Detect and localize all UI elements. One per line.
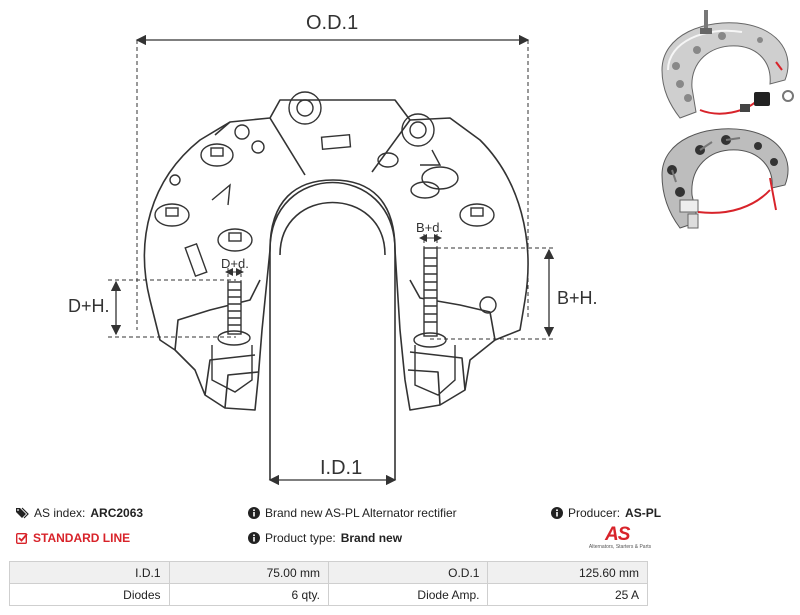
id-label: I.D.1 xyxy=(320,457,363,479)
info-icon xyxy=(248,507,260,519)
specs-table: I.D.1 75.00 mm O.D.1 125.60 mm Diodes 6 … xyxy=(9,561,648,606)
logo-mark: AS xyxy=(605,524,630,545)
producer-value: AS-PL xyxy=(625,506,662,520)
diode-details xyxy=(154,91,497,396)
spec-value: 6 qty. xyxy=(168,583,329,606)
technical-drawing: O.D.1 I.D.1 D+H. B+H. D+d. B+d. xyxy=(68,10,794,486)
spec-value: 25 A xyxy=(487,583,648,606)
product-description-text: Brand new AS-PL Alternator rectifier xyxy=(265,506,457,520)
checkbox-checked-icon xyxy=(16,532,28,544)
info-icon xyxy=(551,507,563,519)
spec-key: Diode Amp. xyxy=(327,583,489,606)
producer: Producer: AS-PL xyxy=(551,506,661,520)
product-type-value: Brand new xyxy=(340,531,403,545)
rectifier-diagram xyxy=(108,10,794,486)
as-pl-logo: AS Alternators, Starters & Parts xyxy=(585,524,655,554)
spec-key: I.D.1 xyxy=(9,561,170,584)
product-type: Product type: Brand new xyxy=(248,531,402,545)
as-index: AS index: ARC2063 xyxy=(16,506,143,520)
bd-label: B+d. xyxy=(416,220,444,235)
info-icon xyxy=(248,532,260,544)
table-row: Diodes 6 qty. Diode Amp. 25 A xyxy=(9,583,648,606)
dh-label: D+H. xyxy=(68,296,110,316)
tags-icon xyxy=(16,507,29,519)
table-row: I.D.1 75.00 mm O.D.1 125.60 mm xyxy=(9,561,648,584)
bh-label: B+H. xyxy=(557,288,598,308)
product-description: Brand new AS-PL Alternator rectifier xyxy=(248,506,457,520)
standard-line-label: STANDARD LINE xyxy=(33,531,131,545)
dh-dimension xyxy=(108,268,244,338)
spec-value: 75.00 mm xyxy=(168,561,329,584)
as-index-value: ARC2063 xyxy=(90,506,144,520)
spec-key: Diodes xyxy=(9,583,170,606)
rectifier-body xyxy=(143,99,529,480)
product-photo-top xyxy=(661,10,794,119)
spec-key: O.D.1 xyxy=(327,561,489,584)
product-info: AS index: ARC2063 STANDARD LINE Brand ne… xyxy=(0,500,800,558)
producer-label: Producer: xyxy=(568,506,621,520)
od-label: O.D.1 xyxy=(306,12,359,34)
standard-line: STANDARD LINE xyxy=(16,531,130,545)
bh-dimension xyxy=(419,234,555,340)
dd-label: D+d. xyxy=(221,256,249,271)
as-index-label: AS index: xyxy=(34,506,86,520)
spec-value: 125.60 mm xyxy=(487,561,648,584)
product-photo-bottom xyxy=(661,128,789,229)
product-type-label: Product type: xyxy=(265,531,336,545)
logo-tagline: Alternators, Starters & Parts xyxy=(588,544,652,550)
